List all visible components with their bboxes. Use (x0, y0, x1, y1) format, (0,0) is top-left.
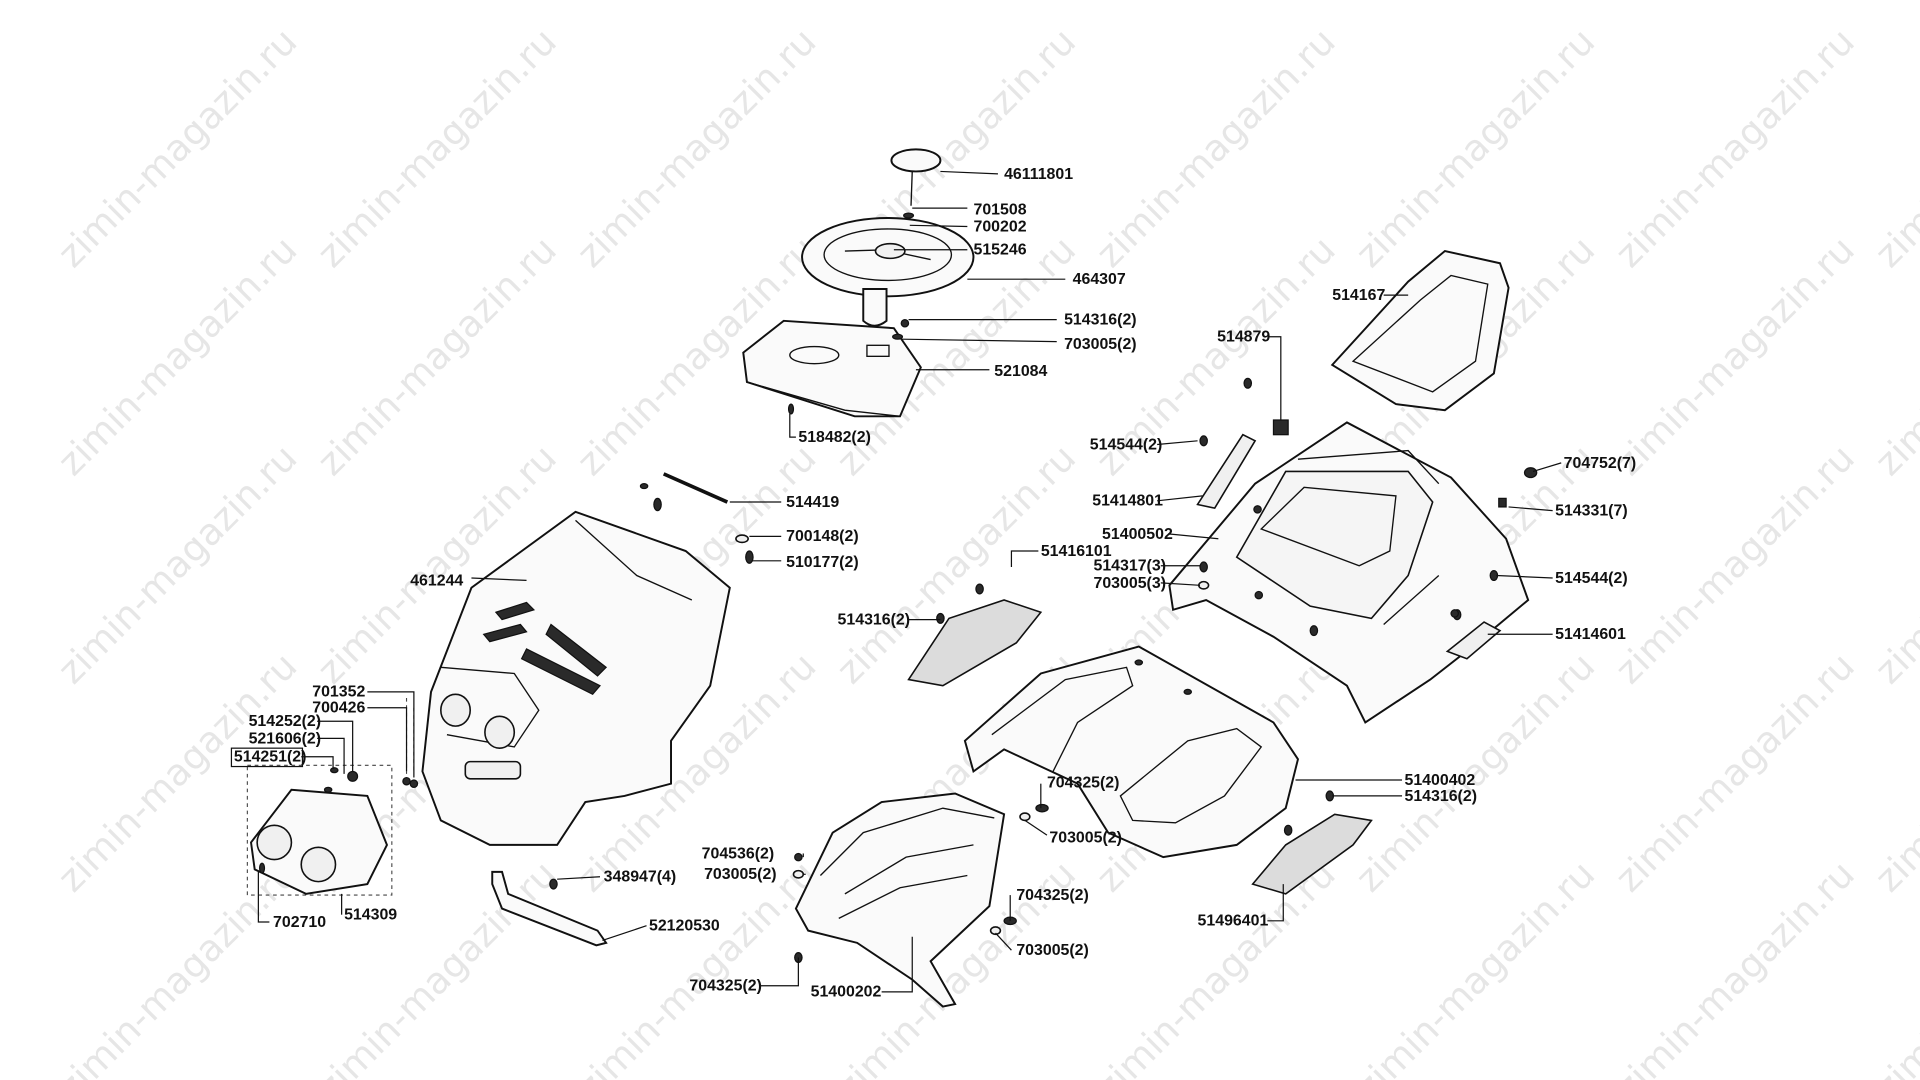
highlight-box-514251 (230, 747, 304, 768)
label-514316-2a: 514316(2) (1064, 311, 1137, 328)
label-703005-2c: 703005(2) (704, 866, 777, 883)
label-521606-2: 521606(2) (249, 730, 322, 747)
label-52120530: 52120530 (649, 918, 720, 935)
label-702710: 702710 (273, 914, 326, 931)
steering-shaft (862, 288, 888, 327)
label-46111801: 46111801 (1004, 166, 1073, 183)
label-514316-2c: 514316(2) (1404, 788, 1477, 805)
part-labels: 46111801 701508 700202 515246 464307 514… (234, 166, 1636, 1001)
label-521084: 521084 (994, 363, 1047, 380)
label-703005-3: 703005(3) (1093, 575, 1166, 592)
watermark-text: zimin-magazin.ru (1867, 20, 1920, 276)
front-fender (792, 792, 1049, 1008)
mounting-bracket (491, 870, 608, 947)
label-51414601: 51414601 (1555, 626, 1626, 643)
label-514252-2: 514252(2) (249, 713, 322, 730)
label-704325-2b: 704325(2) (1016, 887, 1089, 904)
label-514879: 514879 (1217, 329, 1270, 346)
rear-body (1168, 421, 1530, 724)
leader-lines (257, 170, 1562, 993)
floor-pan-shell (963, 645, 1300, 859)
label-464307: 464307 (1073, 271, 1126, 288)
label-704536-2: 704536(2) (702, 845, 775, 862)
label-704325-2a: 704325(2) (1047, 774, 1120, 791)
label-704325-2c: 704325(2) (689, 978, 762, 995)
label-514331-7: 514331(7) (1555, 503, 1628, 520)
label-701508: 701508 (973, 201, 1026, 218)
side-trim-left (1196, 433, 1257, 510)
label-514317-3: 514317(3) (1093, 558, 1166, 575)
label-51400402: 51400402 (1404, 772, 1475, 789)
label-514419: 514419 (786, 494, 839, 511)
steering-cap (890, 148, 942, 173)
seat (1330, 249, 1510, 412)
label-700426: 700426 (312, 700, 365, 717)
label-518482-2: 518482(2) (798, 429, 871, 446)
label-51496401: 51496401 (1198, 913, 1269, 930)
label-515246: 515246 (973, 242, 1026, 259)
steering-wheel-assembly (742, 148, 975, 418)
label-514167: 514167 (1332, 287, 1385, 304)
label-51400202: 51400202 (811, 984, 882, 1001)
headlight-panel (246, 697, 419, 896)
label-700148-2: 700148(2) (786, 528, 859, 545)
label-51416101: 51416101 (1041, 543, 1112, 560)
label-703005-2b: 703005(2) (1049, 829, 1122, 846)
floor-pan (963, 645, 1300, 859)
side-trim-right (1445, 621, 1502, 660)
label-700202: 700202 (973, 218, 1026, 235)
label-514544-2b: 514544(2) (1555, 570, 1628, 587)
label-514544-2a: 514544(2) (1090, 436, 1163, 453)
label-461244: 461244 (410, 572, 463, 589)
label-510177-2: 510177(2) (786, 554, 859, 571)
label-514309: 514309 (344, 907, 397, 924)
label-703005-2d: 703005(2) (1016, 942, 1089, 959)
hood-assembly (421, 472, 754, 846)
label-348947-4: 348947(4) (604, 869, 677, 886)
label-51414801: 51414801 (1092, 493, 1163, 510)
label-514251-2: 514251(2) (234, 749, 307, 766)
front-fender-shell (794, 792, 1006, 1008)
label-51400502: 51400502 (1102, 526, 1173, 543)
foot-plate-left (907, 583, 1043, 687)
label-514316-2b: 514316(2) (838, 611, 911, 628)
label-703005-2a: 703005(2) (1064, 336, 1137, 353)
headlight-housing (249, 788, 389, 895)
label-704752-7: 704752(7) (1564, 455, 1637, 472)
label-701352: 701352 (312, 684, 365, 701)
switch (1272, 419, 1289, 436)
